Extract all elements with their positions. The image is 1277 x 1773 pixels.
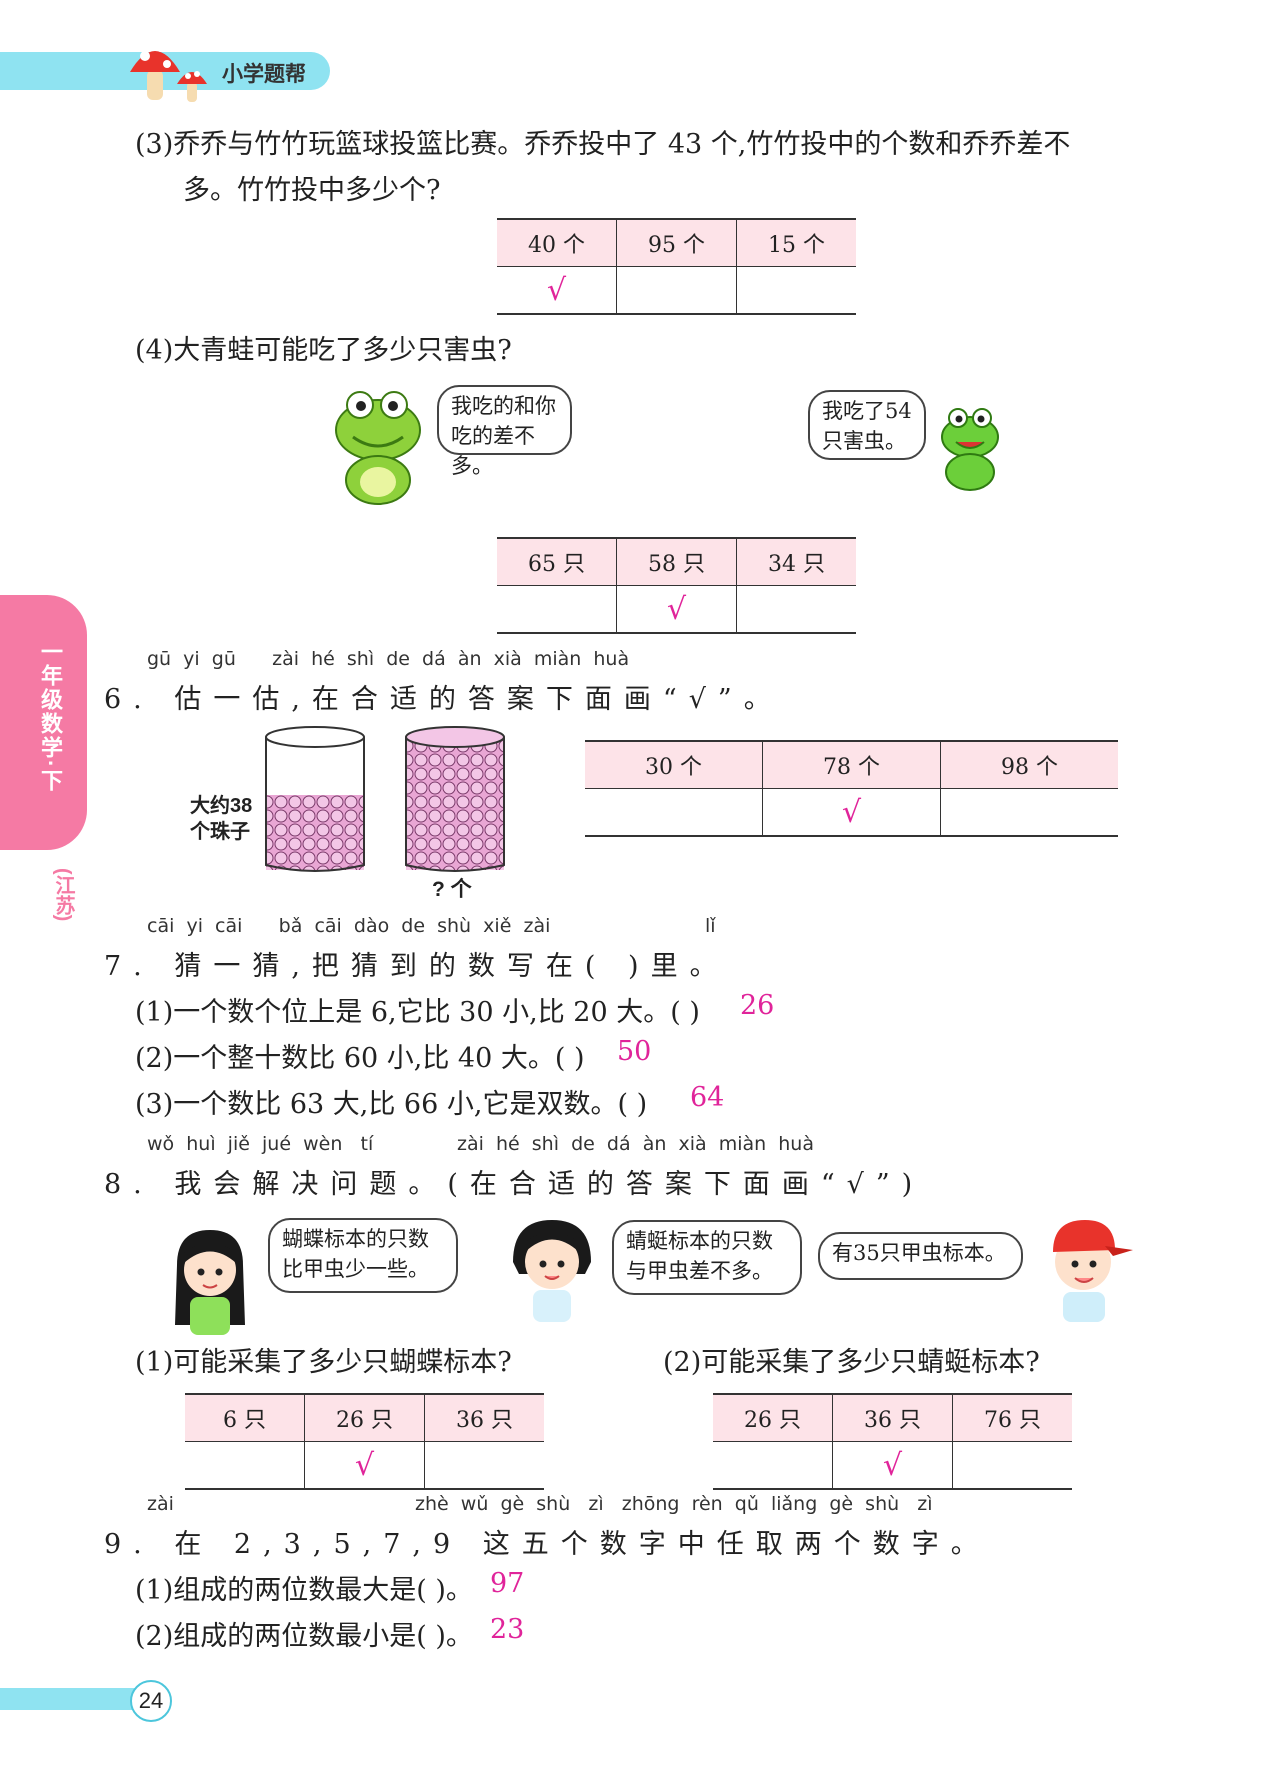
answer-cell[interactable]: √ [832, 1441, 953, 1490]
q9-item-2: (2)组成的两位数最小是( )。 [135, 1621, 473, 1652]
big-frog-icon [335, 391, 421, 505]
q5-4-table: 65 只 58 只 34 只 √ [497, 537, 856, 634]
header-title: 小学题帮 [222, 63, 306, 86]
answer-cell[interactable] [185, 1441, 305, 1490]
bubble-line: 比甲虫少一些。 [282, 1257, 429, 1281]
q7-pinyin-li: lǐ [705, 915, 716, 937]
jar-label: 大约38 个珠子 [190, 793, 252, 845]
table-cell: 98 个 [940, 740, 1118, 789]
answer-cell[interactable] [736, 266, 856, 315]
table-cell: 36 只 [832, 1393, 953, 1442]
q8-sub2-text: (2)可能采集了多少只蜻蜓标本? [663, 1347, 1040, 1378]
q9-answer-1[interactable]: 97 [490, 1568, 525, 1599]
mushroom-icon [130, 44, 207, 102]
answer-cell[interactable] [713, 1441, 833, 1490]
q8-pinyin-a: wǒ huì jiě jué wèn tí [147, 1133, 374, 1155]
bubble-line: 我吃了54 [822, 399, 912, 423]
table-cell: 34 只 [736, 537, 856, 586]
table-cell: 30 个 [585, 740, 763, 789]
q9-answer-2[interactable]: 23 [490, 1614, 525, 1645]
q8-sub1-text: (1)可能采集了多少只蝴蝶标本? [135, 1347, 512, 1378]
side-tab [0, 595, 87, 850]
table-cell: 36 只 [424, 1393, 544, 1442]
q8-sub2-table: 26 只 36 只 76 只 √ [713, 1393, 1072, 1490]
side-province-label: (江苏) [52, 868, 74, 922]
q8-pinyin-b: zài hé shì de dá àn xià miàn huà [457, 1133, 814, 1155]
speech-bubble-beetle: 有35只甲虫标本。 [818, 1232, 1023, 1280]
q6-pinyin: gū yi gū zài hé shì de dá àn xià miàn hu… [147, 648, 630, 670]
jar-label-line: 大约38 [190, 795, 253, 817]
q7-text: 7. 猜一猜,把猜到的数写在( )里。 [104, 951, 729, 982]
table-cell: 76 只 [952, 1393, 1072, 1442]
table-cell: 95 个 [616, 218, 737, 267]
speech-bubble-butterfly: 蝴蝶标本的只数 比甲虫少一些。 [268, 1218, 458, 1293]
q7-item-3: (3)一个数比 63 大,比 66 小,它是双数。( ) [135, 1089, 648, 1120]
table-cell: 40 个 [497, 218, 617, 267]
q9-item-1: (1)组成的两位数最大是( )。 [135, 1575, 473, 1606]
q6-table: 30 个 78 个 98 个 √ [585, 740, 1118, 837]
table-cell: 78 个 [762, 740, 941, 789]
page-number: 24 [130, 1680, 172, 1722]
bubble-line: 我吃的和你 [451, 394, 556, 418]
answer-cell[interactable]: √ [497, 266, 617, 315]
answer-cell[interactable] [940, 788, 1118, 837]
q7-answer-2[interactable]: 50 [617, 1036, 652, 1067]
table-cell: 15 个 [736, 218, 856, 267]
table-cell: 26 只 [713, 1393, 833, 1442]
jar-label-line: 个珠子 [190, 821, 250, 843]
speech-bubble-small-frog: 我吃了54 只害虫。 [808, 390, 926, 460]
q9-text: 9. 在 2,3,5,7,9 这五个数字中任取两个数字。 [104, 1529, 990, 1560]
girl-long-hair-icon [175, 1230, 245, 1335]
answer-cell[interactable]: √ [304, 1441, 425, 1490]
bubble-line: 只害虫。 [822, 429, 906, 453]
footer-bar [0, 1688, 135, 1710]
answer-cell[interactable] [424, 1441, 544, 1490]
q8-sub1-table: 6 只 26 只 36 只 √ [185, 1393, 544, 1490]
q7-answer-3[interactable]: 64 [690, 1082, 725, 1113]
answer-cell[interactable] [952, 1441, 1072, 1490]
answer-cell[interactable]: √ [762, 788, 941, 837]
q5-4-text: (4)大青蛙可能吃了多少只害虫? [135, 335, 512, 366]
q5-3-line2: 多。竹竹投中多少个? [183, 175, 441, 206]
q9-pinyin-a: zài [147, 1493, 174, 1515]
unknown-count-label: ? 个 [432, 878, 472, 901]
q6-text: 6. 估一估,在合适的答案下面画“√”。 [104, 684, 783, 715]
table-cell: 65 只 [497, 537, 617, 586]
bubble-line: 与甲虫差不多。 [626, 1259, 773, 1283]
boy-red-cap-icon [1053, 1220, 1133, 1322]
side-grade-label: 一年级数学·下 [38, 640, 63, 794]
q7-item-2: (2)一个整十数比 60 小,比 40 大。( ) [135, 1043, 585, 1074]
q5-3-line1: (3)乔乔与竹竹玩篮球投篮比赛。乔乔投中了 43 个,竹竹投中的个数和乔乔差不 [135, 129, 1071, 160]
table-cell: 6 只 [185, 1393, 305, 1442]
q9-pinyin-b: zhè wǔ gè shù zì zhōng rèn qǔ liǎng gè s… [415, 1493, 933, 1515]
table-cell: 58 只 [616, 537, 737, 586]
q5-3-table: 40 个 95 个 15 个 √ [497, 218, 856, 315]
answer-cell[interactable] [585, 788, 763, 837]
q7-item-1: (1)一个数个位上是 6,它比 30 小,比 20 大。( ) [135, 997, 700, 1028]
bubble-line: 蝴蝶标本的只数 [282, 1227, 429, 1251]
answer-cell[interactable] [616, 266, 737, 315]
bead-jars-icon [265, 726, 505, 872]
answer-cell[interactable] [497, 585, 617, 634]
bubble-line: 有35只甲虫标本。 [832, 1241, 1006, 1265]
answer-cell[interactable]: √ [616, 585, 737, 634]
q7-pinyin: cāi yi cāi bǎ cāi dào de shù xiě zài [147, 915, 551, 937]
speech-bubble-big-frog: 我吃的和你 吃的差不多。 [437, 385, 572, 478]
bubble-line: 吃的差不多。 [451, 424, 535, 478]
speech-bubble-dragonfly: 蜻蜓标本的只数 与甲虫差不多。 [612, 1220, 802, 1295]
q8-text: 8. 我会解决问题。(在合适的答案下面画“√”) [104, 1169, 925, 1200]
answer-cell[interactable] [736, 585, 856, 634]
bubble-line: 蜻蜓标本的只数 [626, 1229, 773, 1253]
table-cell: 26 只 [304, 1393, 425, 1442]
small-frog-icon [941, 408, 999, 491]
girl-short-hair-icon [513, 1220, 591, 1322]
q7-answer-1[interactable]: 26 [740, 990, 775, 1021]
